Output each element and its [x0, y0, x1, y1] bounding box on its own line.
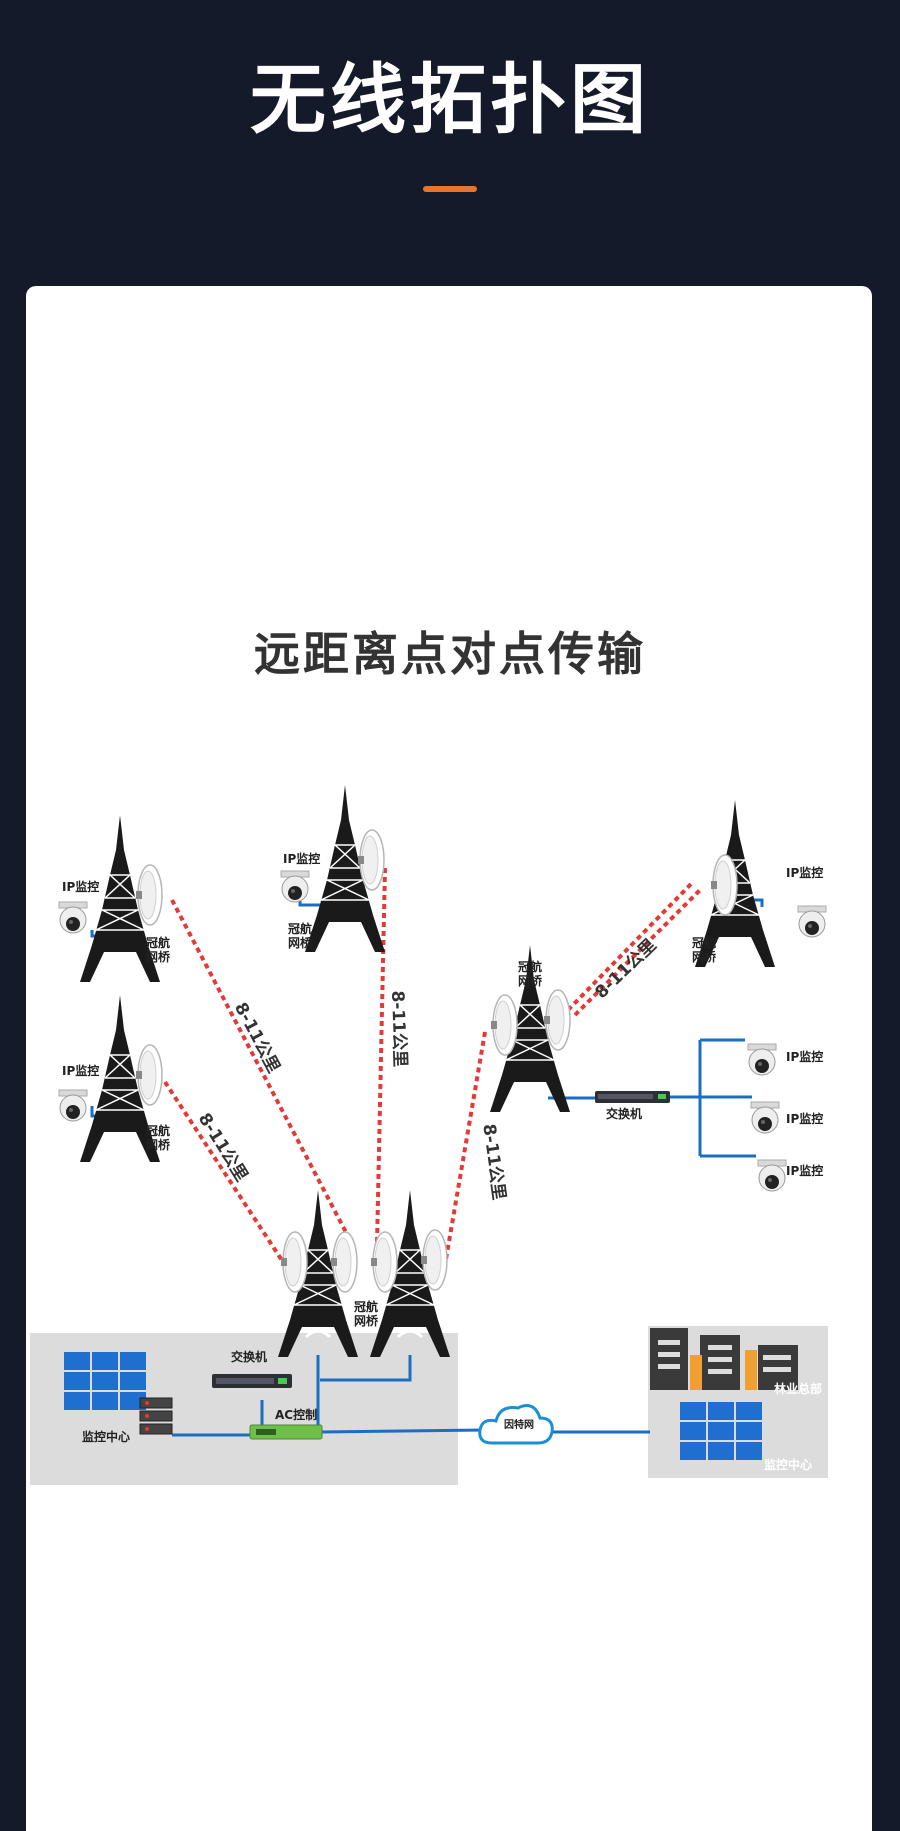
page-title: 无线拓扑图: [250, 55, 650, 144]
ip-camera-icon: [797, 905, 827, 938]
dish-antenna-icon: [280, 1231, 308, 1293]
ip-camera-label: IP监控: [786, 1164, 824, 1178]
server-icon: [139, 1397, 173, 1435]
monitor-center-label: 监控中心: [82, 1430, 131, 1444]
bridge-label: 冠航网桥: [692, 936, 717, 964]
dish-antenna-icon: [135, 864, 163, 926]
monitor-center-label: 监控中心: [764, 1458, 813, 1472]
switch-icon: [595, 1091, 670, 1103]
ip-camera-label: IP监控: [786, 1050, 824, 1064]
switch-label: 交换机: [231, 1350, 268, 1364]
diagram-subtitle: 远距离点对点传输: [254, 627, 646, 681]
ip-camera-icon: [757, 1159, 787, 1192]
switch-label: 交换机: [606, 1107, 643, 1121]
ip-camera-icon: [58, 1089, 88, 1122]
forestry-hq-label: 林业总部: [774, 1382, 823, 1396]
ac-controller-icon: [249, 1424, 323, 1440]
bridge-label: 冠航网桥: [354, 1300, 379, 1328]
ip-camera-icon: [280, 870, 310, 903]
dish-antenna-icon: [370, 1231, 398, 1293]
internet-label: 因特网: [504, 1420, 534, 1431]
ip-camera-label: IP监控: [786, 866, 824, 880]
bridge-label: 冠航网桥: [146, 936, 171, 964]
cloud-icon: [478, 1404, 554, 1445]
video-wall-icon: [680, 1402, 762, 1460]
ip-camera-icon: [750, 1101, 780, 1134]
ip-camera-label: IP监控: [786, 1112, 824, 1126]
video-wall-icon: [64, 1352, 146, 1410]
building-icon: [650, 1328, 798, 1390]
ip-camera-label: IP监控: [62, 1064, 100, 1078]
content-card: [26, 286, 872, 1831]
bridge-label: 冠航网桥: [288, 922, 313, 950]
wireless-links: [163, 867, 702, 1267]
bridge-label: 冠航网桥: [518, 960, 543, 988]
ip-camera-icon: [58, 901, 88, 934]
ip-camera-icon: [747, 1043, 777, 1076]
bridge-label: 冠航网桥: [146, 1124, 171, 1152]
ip-camera-label: IP监控: [62, 880, 100, 894]
title-underline: [423, 186, 477, 192]
ip-camera-label: IP监控: [283, 852, 321, 866]
distance-label: 8-11公里: [387, 990, 410, 1068]
dish-antenna-icon: [490, 994, 518, 1056]
dish-antenna-icon: [135, 1044, 163, 1106]
switch-icon: [212, 1374, 292, 1388]
ac-control-label: AC控制: [275, 1408, 318, 1422]
